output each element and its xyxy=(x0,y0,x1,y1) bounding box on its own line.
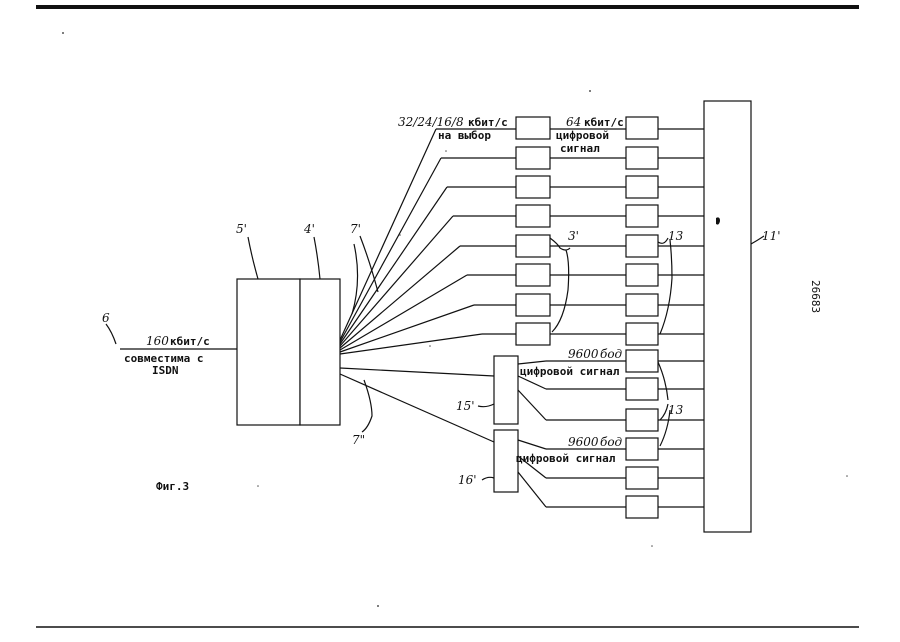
leader-3 xyxy=(550,238,570,332)
rate-top-number: 32/24/16/8 xyxy=(398,115,464,129)
choice-text: на выбор xyxy=(438,129,491,142)
rate-160-unit: кбит/с xyxy=(170,335,210,348)
baud-2-unit: бод xyxy=(600,435,623,449)
label-13-lower: 13 xyxy=(668,403,684,417)
label-5: 5' xyxy=(236,222,247,236)
label-16: 16' xyxy=(458,473,477,487)
module-links xyxy=(550,129,626,334)
rate-top-unit: кбит/с xyxy=(468,116,508,129)
digital-signal-1: цифровой сигнал xyxy=(520,365,620,378)
label-7-bottom: 7" xyxy=(352,433,365,447)
block-16 xyxy=(494,430,518,492)
isdn-line-2: ISDN xyxy=(152,364,179,377)
fan-lines-upper xyxy=(340,129,516,354)
modules-column-right xyxy=(626,117,658,518)
modules-column-left xyxy=(516,117,550,345)
page-number: 26683 xyxy=(809,280,822,313)
block-5 xyxy=(237,279,300,425)
block-16-links xyxy=(518,440,626,507)
label-4: 4' xyxy=(303,222,315,236)
label-13-upper: 13 xyxy=(668,229,684,243)
brace-7-top xyxy=(360,236,378,292)
baud-1-unit: бод xyxy=(600,347,623,361)
baud-1-number: 9600 xyxy=(568,347,599,361)
figure-label: Фиг.3 xyxy=(156,480,189,493)
label-6: 6 xyxy=(102,311,110,325)
block-4 xyxy=(300,279,340,425)
label-7-top: 7' xyxy=(350,222,361,236)
digital-text-1: цифровой xyxy=(556,129,609,142)
signal-text-1: сигнал xyxy=(560,142,600,155)
leader-13-upper xyxy=(658,238,672,334)
digital-signal-2: цифровой сигнал xyxy=(516,452,616,465)
rate-160-number: 160 xyxy=(146,334,169,348)
block-15 xyxy=(494,356,518,424)
rate-64-number: 64 xyxy=(566,115,581,129)
leader-16 xyxy=(482,477,494,480)
baud-2-number: 9600 xyxy=(568,435,599,449)
label-11: 11' xyxy=(762,229,781,243)
label-3: 3' xyxy=(568,229,579,243)
leader-15 xyxy=(478,404,494,407)
label-15: 15' xyxy=(456,399,475,413)
leader-5 xyxy=(248,237,258,279)
top-rule xyxy=(36,5,859,9)
leader-4 xyxy=(314,237,320,279)
bus-links xyxy=(658,129,704,507)
leader-6 xyxy=(106,324,116,344)
block-11 xyxy=(704,101,751,532)
rate-64-unit: кбит/с xyxy=(584,116,624,129)
